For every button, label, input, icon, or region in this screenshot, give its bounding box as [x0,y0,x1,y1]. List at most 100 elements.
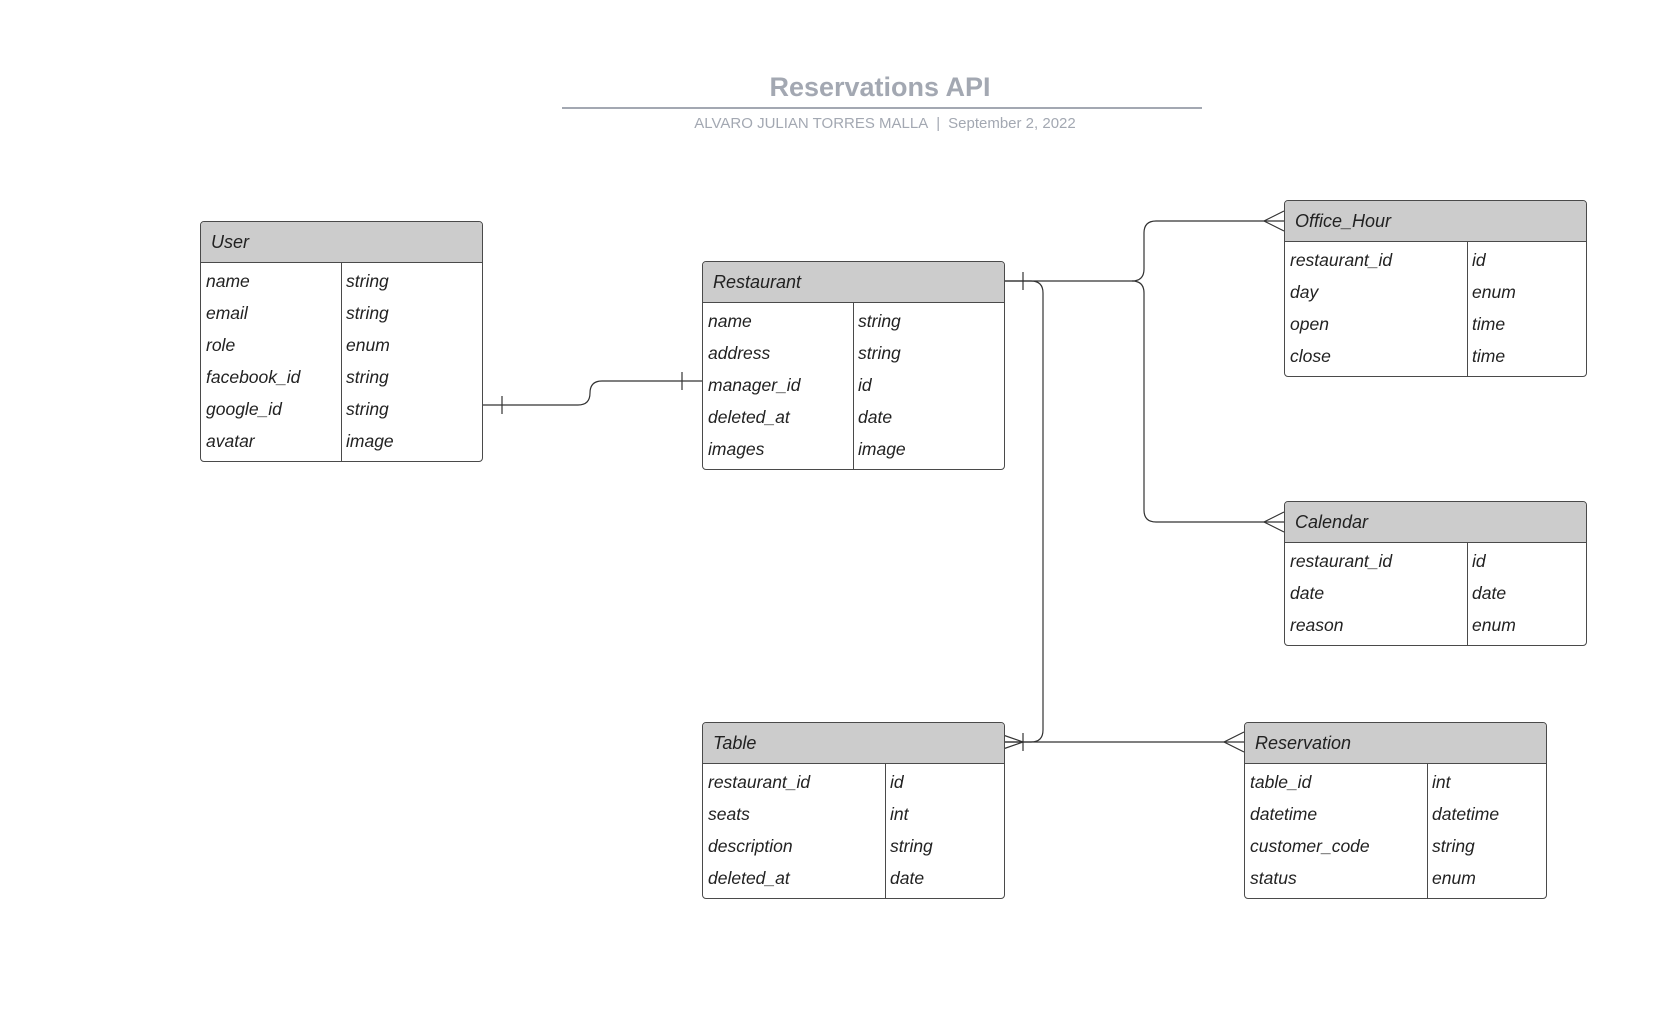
field-name: day [1290,282,1319,302]
field-row: restaurant_id id [703,766,1004,798]
field-name: google_id [206,399,282,419]
entity-office-hour[interactable]: Office_Hour restaurant_id id day enum open… [1284,200,1587,377]
field-name: role [206,335,236,355]
diagram-date: September 2, 2022 [948,115,1076,132]
field-type: enum [1472,282,1516,302]
field-row: date date [1285,577,1586,609]
field-type: enum [346,335,390,355]
link-restaurant-table [1003,280,1044,743]
field-name: customer_code [1250,836,1370,856]
field-type: id [890,772,904,792]
field-type: string [346,399,389,419]
entity-user[interactable]: User name string email string role enum fac… [200,221,483,462]
field-row: datetime datetime [1245,798,1546,830]
field-row: close time [1285,340,1586,372]
field-row: restaurant_id id [1285,545,1586,577]
field-type: image [858,439,906,459]
field-name: deleted_at [708,868,790,888]
field-type: int [890,804,909,824]
column-divider [1467,242,1468,376]
field-type: time [1472,346,1506,366]
field-type: enum [1432,868,1476,888]
field-row: day enum [1285,276,1586,308]
field-name: table_id [1250,772,1312,792]
field-name: images [708,439,765,459]
field-row: description string [703,830,1004,862]
entity-calendar[interactable]: Calendar restaurant_id id date date reason… [1284,501,1587,646]
field-row: reason enum [1285,609,1586,641]
field-type: string [346,303,389,323]
field-row: images image [703,433,1004,465]
field-type: string [858,311,901,331]
field-name: name [206,271,250,291]
field-name: manager_id [708,375,801,395]
field-row: email string [201,297,482,329]
field-type: string [1432,836,1475,856]
entity-header: Reservation [1245,723,1546,764]
field-row: google_id string [201,393,482,425]
subtitle-separator: | [936,115,941,132]
field-name: status [1250,868,1297,888]
field-name: restaurant_id [708,772,811,792]
entity-header: Office_Hour [1285,201,1586,242]
field-list: restaurant_id id date date reason enum [1285,543,1586,645]
link-restaurant-calendar [1131,280,1284,523]
field-type: string [346,367,389,387]
field-name: open [1290,314,1329,334]
field-name: datetime [1250,804,1318,824]
field-name: name [708,311,752,331]
column-divider [1427,764,1428,898]
field-row: address string [703,337,1004,369]
field-name: reason [1290,615,1344,635]
link-user-restaurant [482,380,702,406]
column-divider [341,263,342,461]
field-type: date [1472,583,1507,603]
field-type: date [858,407,893,427]
field-type: date [890,868,925,888]
field-type: string [890,836,933,856]
column-divider [1467,543,1468,645]
diagram-subtitle: ALVARO JULIAN TORRES MALLA|September 2, … [560,115,1210,132]
field-name: description [708,836,793,856]
column-divider [853,303,854,469]
field-row: name string [703,305,1004,337]
field-type: string [346,271,389,291]
field-type: datetime [1432,804,1500,824]
many-marker-calendar [1262,511,1285,533]
diagram-title: Reservations API [769,72,991,102]
field-row: deleted_at date [703,401,1004,433]
field-row: seats int [703,798,1004,830]
entity-header: Calendar [1285,502,1586,543]
field-name: address [708,343,771,363]
field-name: seats [708,804,750,824]
entity-table[interactable]: Table restaurant_id id seats int descripti… [702,722,1005,899]
field-type: string [858,343,901,363]
field-row: avatar image [201,425,482,457]
field-name: restaurant_id [1290,250,1393,270]
entity-header: User [201,222,482,263]
field-type: id [1472,551,1486,571]
field-type: id [1472,250,1486,270]
field-name: email [206,303,248,323]
field-row: status enum [1245,862,1546,894]
field-name: deleted_at [708,407,790,427]
field-name: close [1290,346,1331,366]
field-list: name string email string role enum facebook… [201,263,482,461]
field-name: date [1290,583,1325,603]
many-marker-reservation [1222,731,1245,753]
entity-header: Table [703,723,1004,764]
field-name: restaurant_id [1290,551,1393,571]
column-divider [885,764,886,898]
field-type: enum [1472,615,1516,635]
link-restaurant-office-hour [1003,220,1284,282]
field-type: image [346,431,394,451]
field-name: avatar [206,431,255,451]
field-row: customer_code string [1245,830,1546,862]
